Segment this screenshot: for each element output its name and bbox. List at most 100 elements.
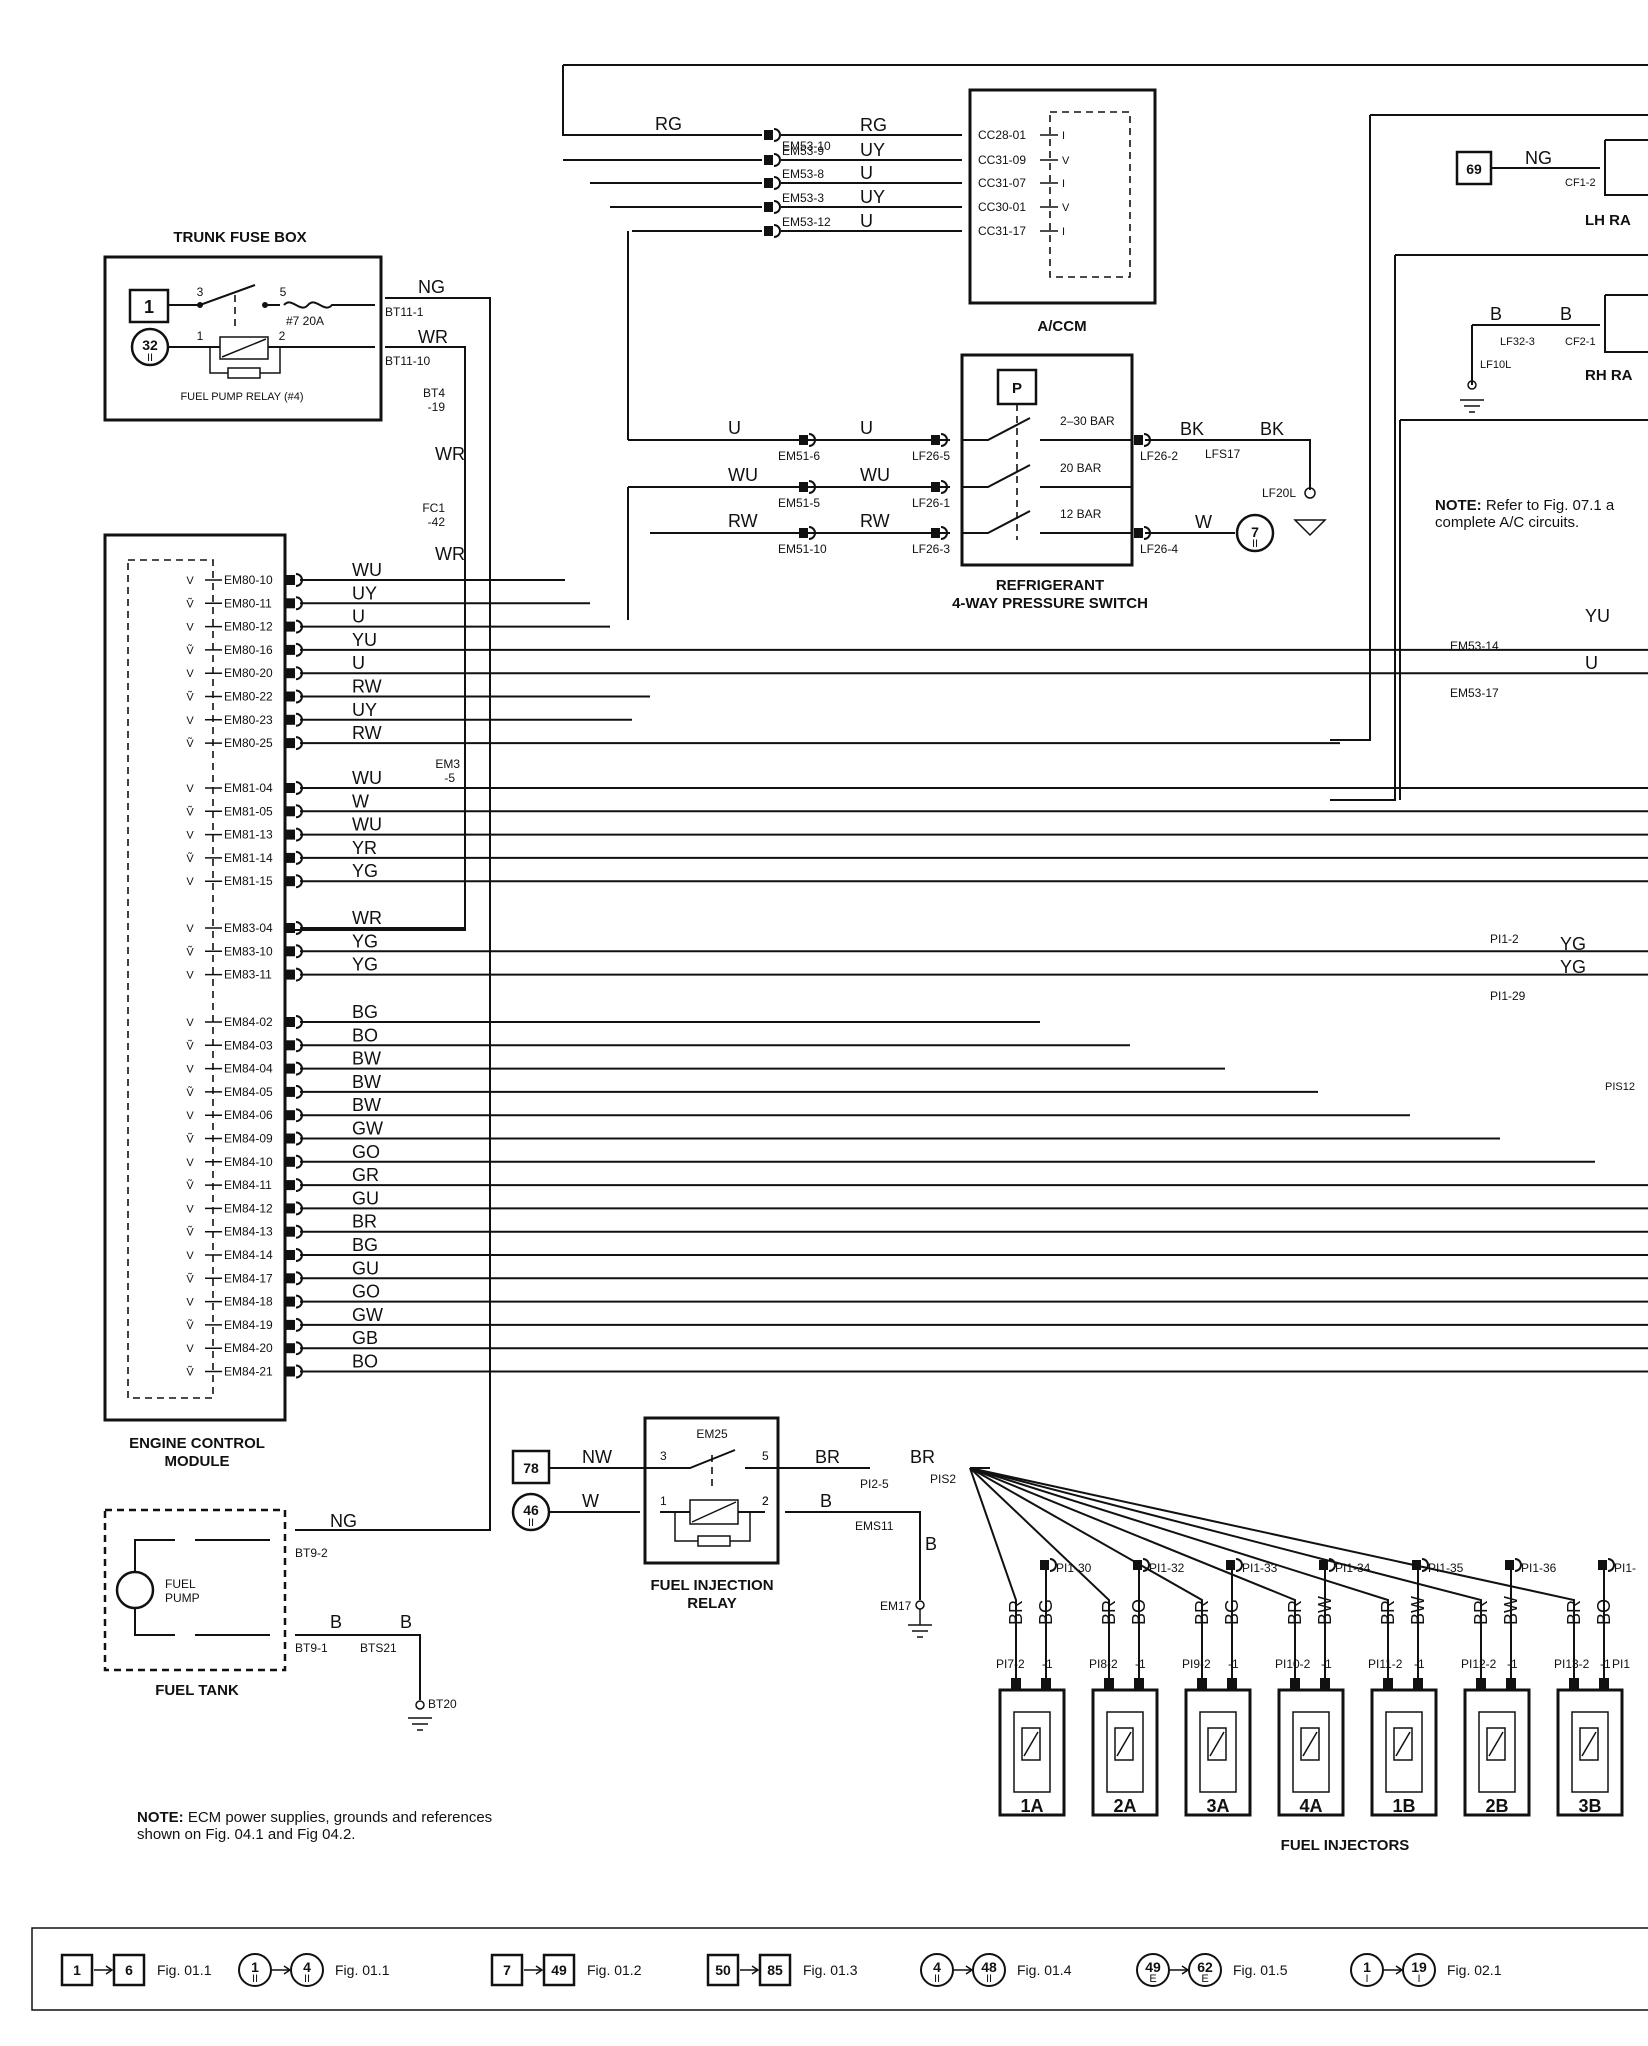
svg-text:II: II xyxy=(986,1973,992,1985)
footer-fig: Fig. 02.1 xyxy=(1447,1962,1502,1978)
svg-text:2: 2 xyxy=(279,329,286,343)
svg-text:PI1: PI1 xyxy=(1612,1657,1630,1671)
svg-text:II: II xyxy=(252,1973,258,1985)
ecm-pin-label: EM84-17 xyxy=(224,1271,273,1285)
ecm-pin-label: EM84-12 xyxy=(224,1201,273,1215)
svg-text:Ṽ: Ṽ xyxy=(186,1039,194,1052)
injector-body xyxy=(1463,1688,1531,1817)
svg-text:ENGINE CONTROL: ENGINE CONTROL xyxy=(129,1435,265,1452)
ecm-wire-color: GU xyxy=(352,1258,379,1278)
svg-text:-1: -1 xyxy=(1135,1657,1146,1671)
svg-text:WR: WR xyxy=(418,327,448,347)
injector-pwr-wire: BR xyxy=(1099,1600,1119,1625)
ecm-pin-label: EM84-21 xyxy=(224,1365,273,1379)
ps-wire: RW xyxy=(728,511,758,531)
svg-text:RH RA: RH RA xyxy=(1585,367,1633,384)
fuel-injection-relay: 78 46 II 3 5 1 2 2 EM25 FUEL INJECTION R… xyxy=(511,1416,956,1638)
svg-text:4: 4 xyxy=(933,1959,941,1975)
svg-text:EM3: EM3 xyxy=(435,757,460,771)
ecm-pin-label: EM80-12 xyxy=(224,620,273,634)
injector-pin: PI7-2 xyxy=(996,1657,1025,1671)
svg-text:46: 46 xyxy=(523,1502,539,1518)
accm-wire: RG xyxy=(860,115,887,135)
ecm-pin-label: EM81-04 xyxy=(224,781,273,795)
ps-lf-conn: LF26-3 xyxy=(912,542,950,556)
ecm-pin-label: EM84-13 xyxy=(224,1225,273,1239)
accm-pin: CC31-07 xyxy=(978,176,1026,190)
svg-text:1: 1 xyxy=(660,1494,667,1508)
svg-text:complete A/C circuits.: complete A/C circuits. xyxy=(1435,514,1579,531)
svg-text:V: V xyxy=(186,1203,194,1215)
ecm-wire-color: GR xyxy=(352,1165,379,1185)
svg-text:Ṽ: Ṽ xyxy=(186,691,194,704)
footer-fig: Fig. 01.1 xyxy=(335,1962,390,1978)
accm-wire: UY xyxy=(860,140,885,160)
ps-wire: U xyxy=(728,418,741,438)
ecm-wire-color: UY xyxy=(352,700,377,720)
svg-text:LF26-4: LF26-4 xyxy=(1140,542,1178,556)
injector-pin: PI11-2 xyxy=(1368,1657,1403,1671)
ecm-wire-color: YR xyxy=(352,838,377,858)
accm-em-conn: EM53-10 xyxy=(782,139,831,153)
svg-text:6: 6 xyxy=(125,1962,133,1978)
svg-text:V: V xyxy=(186,876,194,888)
svg-text:PI2-5: PI2-5 xyxy=(860,1477,889,1491)
ecm-pin-label: EM80-16 xyxy=(224,643,273,657)
ps-label-3: 12 BAR xyxy=(1060,507,1102,521)
svg-text:1: 1 xyxy=(251,1959,259,1975)
injector-name: 2B xyxy=(1485,1796,1508,1816)
svg-text:4: 4 xyxy=(303,1959,311,1975)
svg-text:Ṽ: Ṽ xyxy=(186,1272,194,1285)
svg-text:V: V xyxy=(186,1343,194,1355)
svg-text:BR: BR xyxy=(910,1447,935,1467)
trunk-fuse-box: TRUNK FUSE BOX 1 32 II 3 5 #7 20A 1 2 FU… xyxy=(103,229,491,1531)
ecm-pin-label: EM84-10 xyxy=(224,1155,273,1169)
accm-em-conn: EM53-3 xyxy=(782,191,824,205)
svg-text:WR: WR xyxy=(435,444,465,464)
top-wiring xyxy=(562,64,1648,801)
injector-sig-wire: BG xyxy=(1222,1599,1242,1625)
injector-pin: PI12-2 xyxy=(1461,1657,1497,1671)
svg-text:1: 1 xyxy=(1363,1959,1371,1975)
ecm-pin-label: EM83-11 xyxy=(224,968,272,982)
svg-text:P: P xyxy=(1012,380,1022,397)
svg-text:5: 5 xyxy=(280,285,287,299)
ecm-wire-color: U xyxy=(352,607,365,627)
injector-pin: PI10-2 xyxy=(1275,1657,1311,1671)
ecm-pin-label: EM81-15 xyxy=(224,874,273,888)
svg-text:BT11-10: BT11-10 xyxy=(385,354,430,368)
svg-text:V: V xyxy=(186,622,194,634)
ecm-pin-label: EM83-10 xyxy=(224,944,273,958)
ecm-wire-color: W xyxy=(352,791,369,811)
svg-text:Ṽ: Ṽ xyxy=(186,1086,194,1099)
ecm-wire-color: GO xyxy=(352,1282,380,1302)
svg-text:II: II xyxy=(934,1973,940,1985)
ecm-pin-label: EM80-11 xyxy=(224,596,272,610)
accm-label: A/CCM xyxy=(1037,318,1086,335)
svg-text:BT9-2: BT9-2 xyxy=(295,1546,328,1560)
svg-text:-1: -1 xyxy=(1414,1657,1425,1671)
injector-name: 4A xyxy=(1299,1796,1322,1816)
ecm-pin-label: EM84-04 xyxy=(224,1062,273,1076)
svg-text:LH RA: LH RA xyxy=(1585,212,1631,229)
svg-text:B: B xyxy=(820,1491,832,1511)
svg-text:B: B xyxy=(925,1534,937,1554)
svg-text:Ṽ: Ṽ xyxy=(186,1226,194,1239)
injector-pin: PI8-2 xyxy=(1089,1657,1118,1671)
ps-label-2: 20 BAR xyxy=(1060,461,1102,475)
ecm-wire-color: WR xyxy=(352,908,382,928)
svg-text:5: 5 xyxy=(762,1449,769,1463)
ecm-wire-color: BO xyxy=(352,1352,378,1372)
ecm-wire-color: U xyxy=(352,653,365,673)
svg-text:V: V xyxy=(186,1017,194,1029)
svg-text:-5: -5 xyxy=(444,771,455,785)
svg-text:FUEL: FUEL xyxy=(165,1577,196,1591)
fuse-label: #7 20A xyxy=(286,314,324,328)
svg-text:1: 1 xyxy=(197,329,204,343)
svg-text:REFRIGERANT: REFRIGERANT xyxy=(996,577,1104,594)
ecm-pin-label: EM84-19 xyxy=(224,1318,273,1332)
accm-pin: CC30-01 xyxy=(978,200,1026,214)
